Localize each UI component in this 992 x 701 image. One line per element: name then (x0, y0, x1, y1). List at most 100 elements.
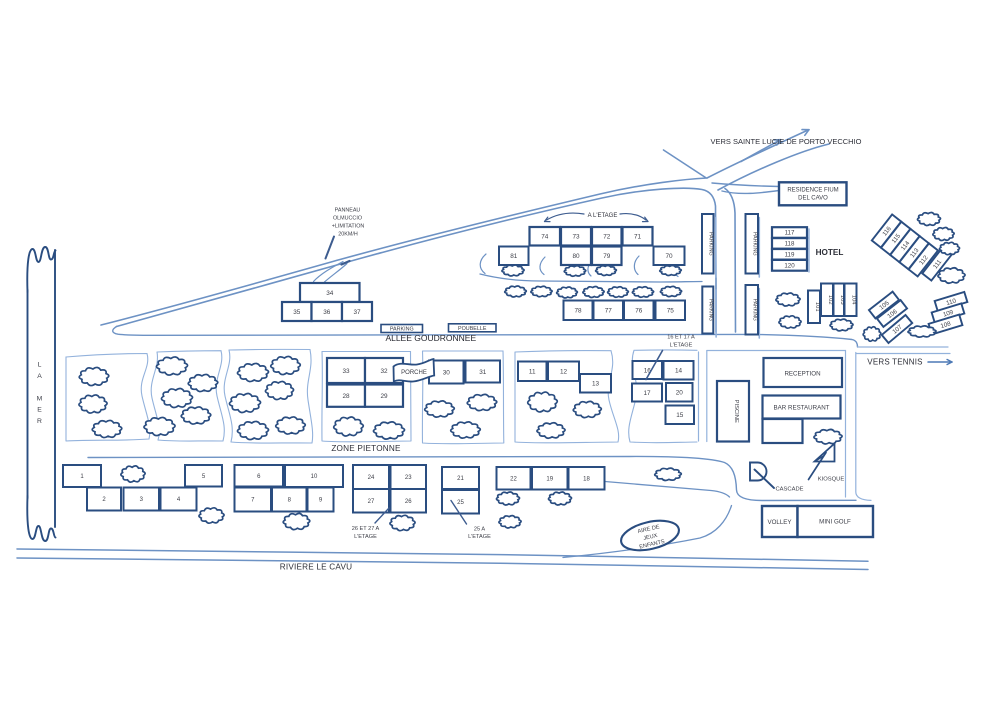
svg-text:A L'ETAGE: A L'ETAGE (588, 213, 618, 219)
svg-text:15: 15 (676, 412, 684, 419)
svg-text:3: 3 (140, 497, 144, 503)
svg-text:16 ET 17 A: 16 ET 17 A (667, 335, 695, 341)
svg-text:111: 111 (932, 258, 944, 270)
svg-text:+LIMITATION: +LIMITATION (332, 224, 365, 230)
svg-text:AIRE DE: AIRE DE (637, 524, 660, 535)
svg-text:26 ET 27 A: 26 ET 27 A (352, 526, 380, 532)
svg-text:CASCADE: CASCADE (775, 487, 803, 493)
svg-text:114: 114 (900, 239, 912, 252)
svg-text:103: 103 (839, 295, 845, 305)
svg-text:10: 10 (311, 474, 318, 480)
svg-text:35: 35 (293, 309, 301, 316)
svg-text:E: E (37, 407, 42, 414)
svg-text:11: 11 (529, 369, 536, 376)
svg-text:JEUX: JEUX (643, 533, 659, 542)
svg-text:81: 81 (510, 253, 518, 260)
svg-text:115: 115 (890, 232, 902, 245)
svg-text:9: 9 (319, 498, 323, 504)
svg-text:25 A: 25 A (474, 527, 485, 533)
svg-text:ALLEE GOUDRONNEE: ALLEE GOUDRONNEE (385, 333, 476, 343)
svg-text:26: 26 (405, 499, 412, 505)
svg-text:8: 8 (288, 498, 292, 504)
svg-text:80: 80 (572, 253, 580, 260)
svg-text:33: 33 (342, 368, 350, 375)
svg-text:R: R (37, 418, 42, 425)
svg-text:118: 118 (785, 241, 795, 248)
svg-text:120: 120 (784, 263, 795, 270)
svg-text:PORCHE: PORCHE (401, 370, 427, 376)
svg-text:18: 18 (583, 476, 590, 482)
svg-text:ENFANTS: ENFANTS (639, 539, 666, 551)
svg-text:12: 12 (560, 369, 568, 376)
svg-text:72: 72 (603, 234, 611, 241)
svg-text:101: 101 (814, 302, 820, 312)
svg-text:ZONE PIETONNE: ZONE PIETONNE (331, 444, 401, 453)
svg-text:29: 29 (380, 393, 388, 400)
svg-text:20KM/H: 20KM/H (338, 232, 358, 238)
svg-text:104: 104 (851, 295, 857, 305)
svg-text:76: 76 (635, 308, 643, 315)
svg-text:PANNEAU: PANNEAU (335, 208, 361, 214)
svg-text:19: 19 (546, 476, 553, 482)
svg-text:112: 112 (918, 254, 930, 267)
svg-text:BAR RESTAURANT: BAR RESTAURANT (774, 405, 830, 412)
svg-text:71: 71 (634, 234, 642, 241)
svg-text:RESIDENCE FIUM: RESIDENCE FIUM (787, 188, 838, 194)
svg-text:16: 16 (644, 367, 652, 374)
svg-text:21: 21 (457, 476, 464, 482)
svg-text:7: 7 (251, 498, 255, 504)
svg-text:MINI GOLF: MINI GOLF (819, 519, 851, 526)
svg-text:PARKING: PARKING (390, 327, 414, 333)
svg-text:HOTEL: HOTEL (816, 248, 844, 257)
svg-text:119: 119 (785, 252, 795, 259)
svg-text:6: 6 (257, 474, 261, 480)
svg-text:M: M (37, 396, 43, 403)
svg-text:74: 74 (541, 234, 549, 241)
svg-text:VERS TENNIS: VERS TENNIS (867, 358, 922, 367)
svg-text:14: 14 (675, 368, 683, 375)
svg-text:PISCINE: PISCINE (733, 400, 739, 423)
svg-text:KIOSQUE: KIOSQUE (818, 477, 845, 483)
svg-text:L: L (38, 362, 42, 369)
svg-text:5: 5 (202, 474, 206, 480)
svg-text:L'ETAGE: L'ETAGE (354, 534, 377, 540)
svg-text:PARKING: PARKING (708, 299, 714, 321)
svg-text:27: 27 (368, 499, 375, 505)
svg-text:17: 17 (643, 390, 651, 397)
svg-text:73: 73 (572, 234, 580, 241)
svg-text:34: 34 (326, 290, 334, 297)
svg-text:2: 2 (102, 497, 106, 503)
svg-text:109: 109 (942, 309, 954, 319)
svg-text:OLMUCCIO: OLMUCCIO (333, 216, 362, 222)
svg-text:24: 24 (368, 475, 375, 481)
svg-text:VERS SAINTE LUCIE DE PORTO VEC: VERS SAINTE LUCIE DE PORTO VECCHIO (710, 137, 861, 146)
svg-text:117: 117 (785, 230, 795, 237)
svg-text:PARKING: PARKING (752, 232, 758, 256)
svg-text:70: 70 (665, 253, 673, 260)
svg-text:L'ETAGE: L'ETAGE (468, 534, 491, 540)
svg-text:A: A (37, 373, 42, 380)
svg-text:102: 102 (827, 295, 833, 305)
svg-text:77: 77 (605, 308, 613, 315)
svg-text:DEL CAVO: DEL CAVO (798, 196, 828, 202)
svg-text:110: 110 (945, 297, 957, 307)
svg-text:116: 116 (881, 225, 893, 238)
svg-text:RIVIERE LE CAVU: RIVIERE LE CAVU (280, 563, 352, 572)
svg-text:36: 36 (323, 309, 331, 316)
svg-text:4: 4 (177, 497, 181, 503)
svg-text:108: 108 (940, 320, 952, 330)
svg-text:23: 23 (405, 475, 412, 481)
svg-text:L'ETAGE: L'ETAGE (670, 343, 693, 349)
svg-text:PARKING: PARKING (708, 232, 714, 256)
svg-text:30: 30 (443, 369, 451, 376)
svg-text:79: 79 (603, 253, 611, 260)
svg-text:VOLLEY: VOLLEY (767, 519, 791, 526)
svg-text:25: 25 (457, 500, 464, 506)
svg-text:20: 20 (676, 390, 684, 397)
svg-text:PARKING: PARKING (752, 299, 758, 321)
svg-text:78: 78 (574, 308, 582, 315)
svg-text:32: 32 (380, 368, 388, 375)
svg-text:RECEPTION: RECEPTION (784, 371, 820, 378)
svg-text:POUBELLE: POUBELLE (458, 326, 487, 332)
svg-text:37: 37 (353, 309, 361, 316)
